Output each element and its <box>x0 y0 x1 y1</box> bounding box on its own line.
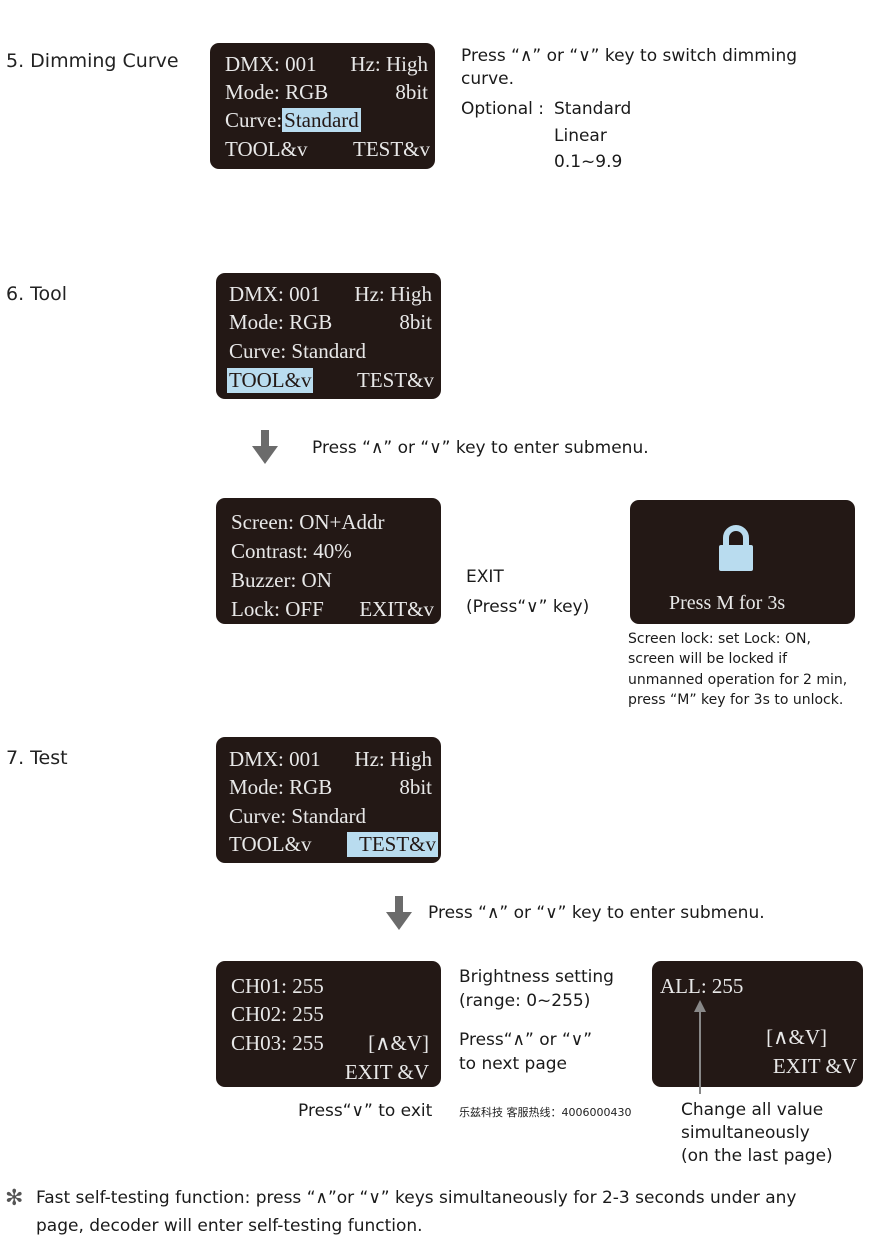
section-5-title: 5. Dimming Curve <box>6 50 179 72</box>
lcd-curve-value-highlight: Standard <box>282 108 361 132</box>
lock-press-m: Press M for 3s <box>669 592 786 614</box>
section-6-title: 6. Tool <box>6 283 68 305</box>
lock-note-line2: screen will be locked if <box>628 651 788 667</box>
option-linear: Linear <box>554 126 607 146</box>
lcd-tool-highlight: TOOL&v <box>227 368 314 393</box>
lcd-test: TEST&v <box>353 137 430 161</box>
lcd-test-all: ALL: 255 [∧&V] EXIT &V <box>652 961 863 1087</box>
arrow-up-icon <box>694 1000 706 1094</box>
lcd-nav: [∧&V] <box>368 1031 429 1055</box>
lcd-mode: Mode: RGB <box>229 775 333 799</box>
lcd-dmx: DMX: 001 <box>229 282 321 306</box>
optional-label: Optional : <box>461 99 545 119</box>
lcd-all: ALL: 255 <box>660 974 744 998</box>
lcd-ch01: CH01: 255 <box>231 974 324 998</box>
lcd-contrast: Contrast: 40% <box>231 539 352 563</box>
arrow-down-icon <box>386 896 412 930</box>
lcd-screen: Screen: ON+Addr <box>231 510 385 534</box>
exit-label: EXIT <box>466 567 504 587</box>
option-range: 0.1~9.9 <box>554 152 623 172</box>
option-standard: Standard <box>554 99 632 119</box>
lcd-test-channels: CH01: 255 CH02: 255 CH03: 255 [∧&V] EXIT… <box>216 961 441 1087</box>
lcd-tool: TOOL&v <box>229 832 312 856</box>
lcd-curve: Curve: Standard <box>229 339 367 363</box>
lcd-hz: Hz: High <box>354 747 432 771</box>
lcd-ch03: CH03: 255 <box>231 1031 324 1055</box>
curve-desc-line1: Press “∧” or “∨” key to switch dimming <box>461 46 798 66</box>
change-all-line2: simultaneously <box>681 1123 810 1143</box>
lcd-lock: Lock: OFF <box>231 597 324 621</box>
lcd-nav: [∧&V] <box>766 1025 827 1049</box>
arrow-down-icon <box>252 430 278 464</box>
next-page-line1: Press“∧” or “∨” <box>459 1030 593 1050</box>
asterisk-icon: ✻ <box>5 1186 24 1211</box>
lcd-main-curve: DMX: 001 Hz: High Mode: RGB 8bit Curve:S… <box>210 43 435 169</box>
lcd-hz: Hz: High <box>350 52 428 76</box>
lcd-dmx: DMX: 001 <box>225 52 317 76</box>
lcd-test: TEST&v <box>357 368 434 392</box>
lcd-test-highlight: TEST&v <box>347 832 438 857</box>
lcd-curve: Curve: Standard <box>229 804 367 828</box>
lock-note-line3: unmanned operation for 2 min, <box>628 672 848 688</box>
lcd-tool-submenu: Screen: ON+Addr Contrast: 40% Buzzer: ON… <box>216 498 441 624</box>
exit-press-hint: (Press“∨” key) <box>466 597 590 617</box>
brightness-setting: Brightness setting <box>459 967 614 987</box>
change-all-line3: (on the last page) <box>681 1146 833 1166</box>
lcd-bit: 8bit <box>395 80 428 104</box>
lcd-mode: Mode: RGB <box>229 310 333 334</box>
lcd-main-tool: DMX: 001 Hz: High Mode: RGB 8bit Curve: … <box>216 273 441 399</box>
brightness-range: (range: 0~255) <box>459 991 591 1011</box>
lock-note-line4: press “M” key for 3s to unlock. <box>628 692 844 708</box>
lcd-buzzer: Buzzer: ON <box>231 568 332 592</box>
lock-note-line1: Screen lock: set Lock: ON, <box>628 631 811 647</box>
lcd-exit: EXIT &V <box>772 1054 857 1078</box>
section-7-title: 7. Test <box>6 747 68 769</box>
lcd-tool: TOOL&v <box>225 137 308 161</box>
lcd-exit: EXIT &V <box>344 1060 429 1084</box>
next-page-line2: to next page <box>459 1054 567 1074</box>
lcd-dmx: DMX: 001 <box>229 747 321 771</box>
hotline-text: 乐兹科技 客服热线：4006000430 <box>459 1106 632 1119</box>
self-test-note-line1: Fast self-testing function: press “∧”or … <box>36 1188 797 1208</box>
tool-enter-submenu: Press “∧” or “∨” key to enter submenu. <box>312 438 649 458</box>
lcd-main-test: DMX: 001 Hz: High Mode: RGB 8bit Curve: … <box>216 737 441 863</box>
lcd-curve: Curve:Standard <box>225 108 361 132</box>
curve-desc-line2: curve. <box>461 69 515 89</box>
lcd-ch02: CH02: 255 <box>231 1002 324 1026</box>
lock-icon <box>719 525 753 571</box>
change-all-line1: Change all value <box>681 1100 824 1120</box>
lcd-bit: 8bit <box>399 310 432 334</box>
lcd-lock-screen: Press M for 3s <box>630 500 855 624</box>
press-to-exit: Press“∨” to exit <box>298 1101 433 1121</box>
lcd-exit: EXIT&v <box>359 597 434 621</box>
self-test-note-line2: page, decoder will enter self-testing fu… <box>36 1216 423 1236</box>
lcd-hz: Hz: High <box>354 282 432 306</box>
test-enter-submenu: Press “∧” or “∨” key to enter submenu. <box>428 903 765 923</box>
lcd-bit: 8bit <box>399 775 432 799</box>
lcd-mode: Mode: RGB <box>225 80 329 104</box>
